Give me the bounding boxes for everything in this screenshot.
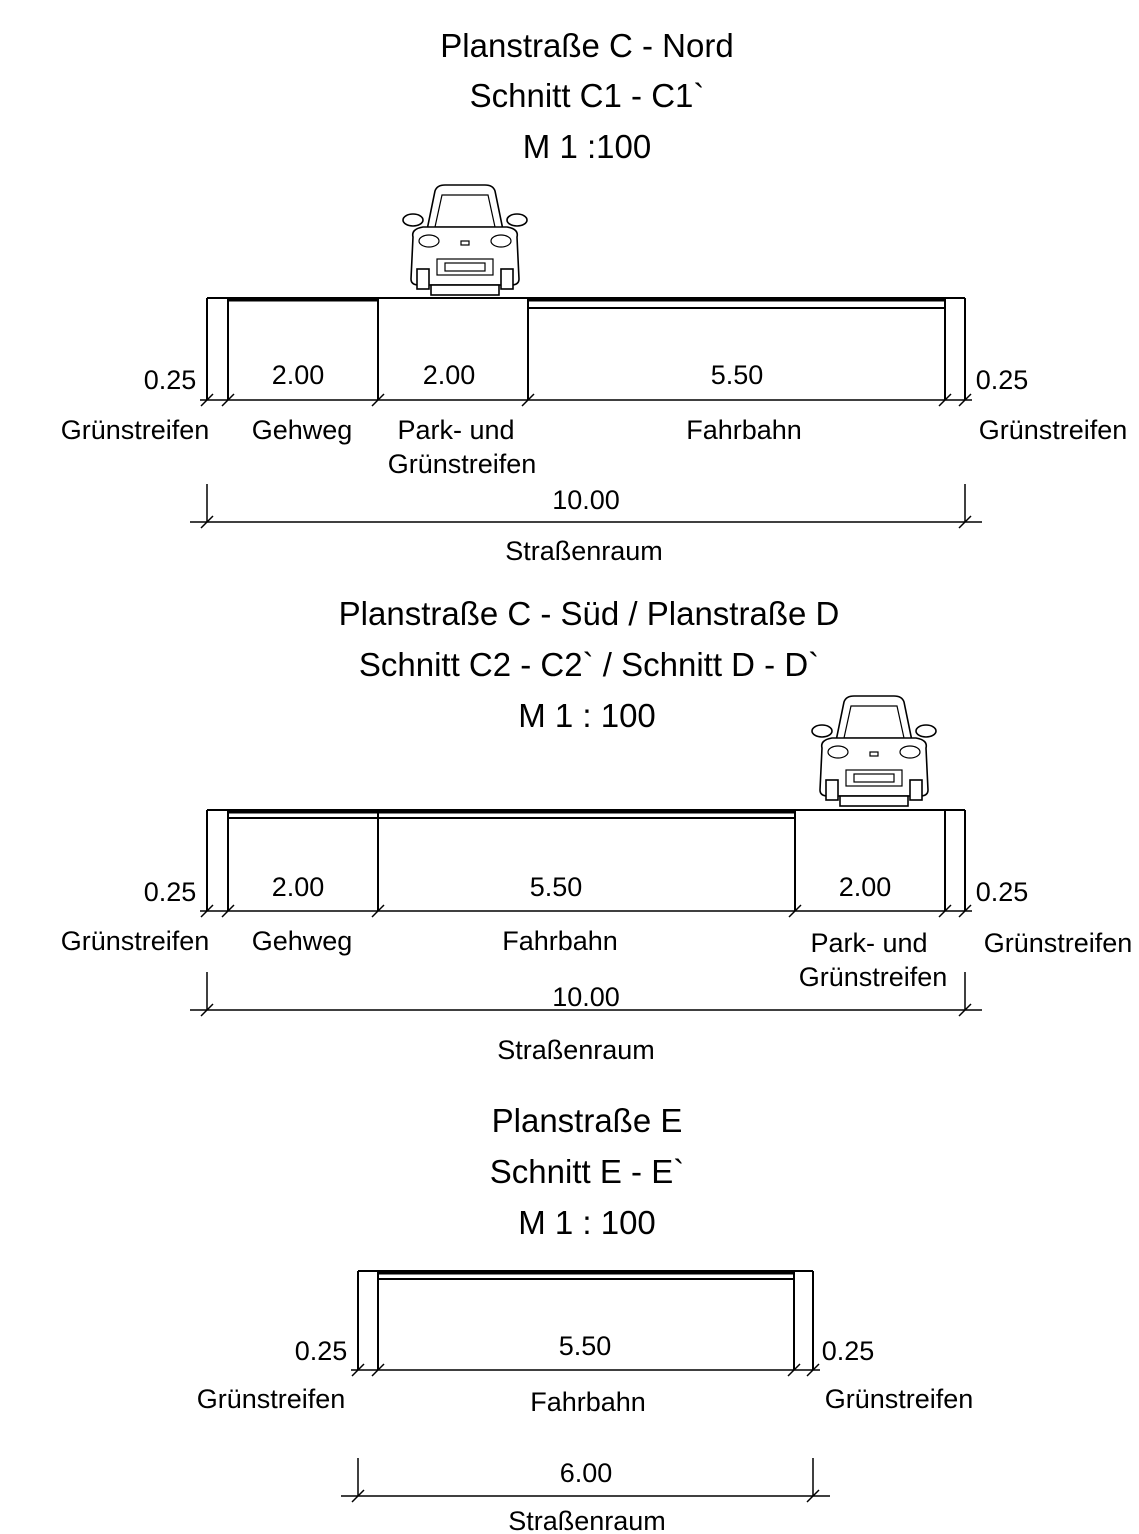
label-park-line2: Grünstreifen	[799, 962, 948, 992]
label-left-green: Grünstreifen	[61, 926, 210, 956]
section-title: Planstraße C - Nord	[440, 27, 733, 64]
total-dimension-line	[190, 972, 982, 1017]
street-cross-section	[357, 1270, 814, 1370]
street-cross-section	[206, 809, 966, 911]
label-park-line1: Park- und	[397, 415, 514, 445]
dim-fahrbahn: 5.50	[559, 1331, 612, 1361]
section-c-nord: Planstraße C - Nord Schnitt C1 - C1` M 1…	[61, 27, 1128, 566]
dimension-line	[200, 393, 972, 407]
dim-fahrbahn: 5.50	[711, 360, 764, 390]
dim-fahrbahn: 5.50	[530, 872, 583, 902]
total-dimension-line	[341, 1458, 830, 1503]
dim-total: 10.00	[552, 982, 620, 1012]
dim-total: 10.00	[552, 485, 620, 515]
dim-park: 2.00	[423, 360, 476, 390]
label-fahrbahn: Fahrbahn	[502, 926, 618, 956]
dim-left-green: 0.25	[295, 1336, 348, 1366]
section-subtitle: Schnitt C1 - C1`	[470, 77, 705, 114]
dim-right-green: 0.25	[822, 1336, 875, 1366]
label-gehweg: Gehweg	[252, 415, 353, 445]
label-total: Straßenraum	[505, 536, 663, 566]
section-scale: M 1 : 100	[518, 697, 656, 734]
section-c-sued: Planstraße C - Süd / Planstraße D Schnit…	[61, 595, 1133, 1065]
dim-left-green: 0.25	[144, 365, 197, 395]
label-right-green: Grünstreifen	[979, 415, 1128, 445]
total-dimension-line	[190, 484, 982, 529]
label-right-green: Grünstreifen	[825, 1384, 974, 1414]
label-total: Straßenraum	[508, 1506, 666, 1534]
label-fahrbahn: Fahrbahn	[686, 415, 802, 445]
label-fahrbahn: Fahrbahn	[530, 1387, 646, 1417]
label-park-line1: Park- und	[810, 928, 927, 958]
dim-left-green: 0.25	[144, 877, 197, 907]
street-cross-section	[206, 297, 966, 400]
section-e: Planstraße E Schnitt E - E` M 1 : 100 0.…	[197, 1102, 974, 1534]
dim-gehweg: 2.00	[272, 872, 325, 902]
dimension-line	[200, 904, 972, 918]
dim-total: 6.00	[560, 1458, 613, 1488]
dim-gehweg: 2.00	[272, 360, 325, 390]
label-gehweg: Gehweg	[252, 926, 353, 956]
section-subtitle: Schnitt E - E`	[490, 1153, 684, 1190]
car-front-icon	[811, 695, 937, 807]
label-left-green: Grünstreifen	[61, 415, 210, 445]
dim-park: 2.00	[839, 872, 892, 902]
label-right-green: Grünstreifen	[984, 928, 1133, 958]
label-park-line2: Grünstreifen	[388, 449, 537, 479]
label-total: Straßenraum	[497, 1035, 655, 1065]
section-scale: M 1 : 100	[518, 1204, 656, 1241]
dim-right-green: 0.25	[976, 877, 1029, 907]
section-title: Planstraße E	[492, 1102, 683, 1139]
label-left-green: Grünstreifen	[197, 1384, 346, 1414]
section-subtitle: Schnitt C2 - C2` / Schnitt D - D`	[359, 646, 819, 683]
dim-right-green: 0.25	[976, 365, 1029, 395]
section-scale: M 1 :100	[523, 128, 651, 165]
dimension-line	[351, 1363, 820, 1377]
section-title: Planstraße C - Süd / Planstraße D	[339, 595, 840, 632]
car-front-icon	[402, 184, 528, 296]
